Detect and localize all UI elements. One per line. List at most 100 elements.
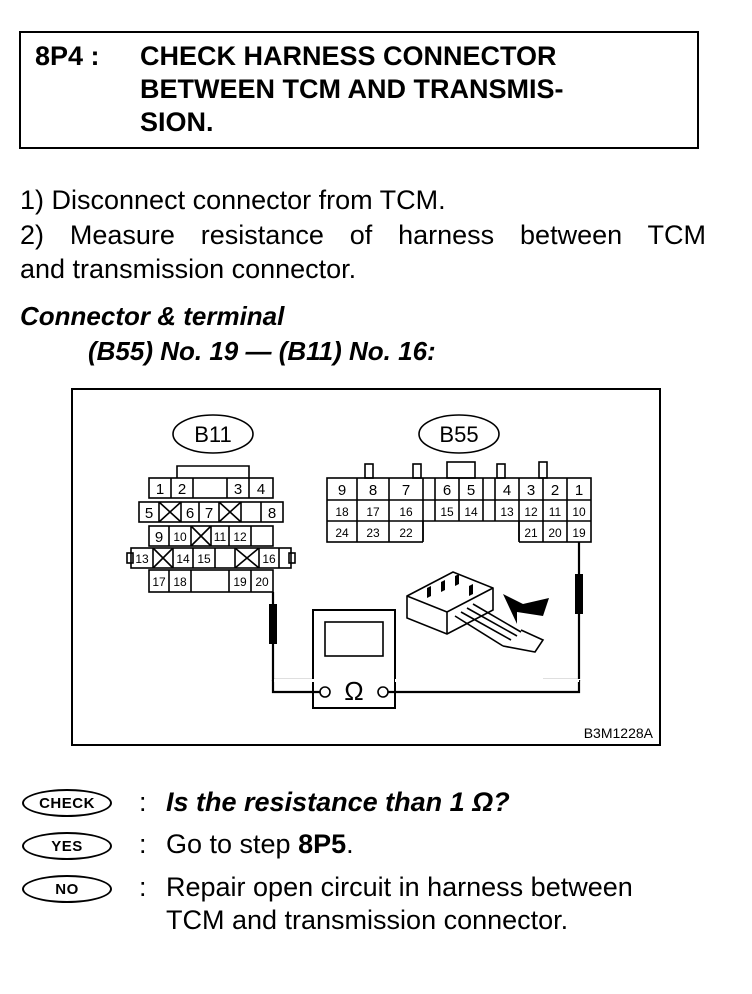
b11-pin: 15 [197,552,211,566]
b55-pin: 3 [527,482,535,499]
b11-lock-tab [176,465,250,478]
probe-right [575,574,583,614]
figure-code: B3M1228A [584,725,654,741]
b11-pin: 10 [173,530,187,544]
b11-pin: 6 [186,505,194,522]
b55-pin: 16 [399,505,413,519]
b55-pin: 2 [551,482,559,499]
yes-response-suffix: . [346,829,354,859]
b55-pin: 12 [524,505,538,519]
b55-label: B55 [439,422,478,447]
b11-pin: 11 [214,530,227,544]
b55-tab-1 [364,463,374,479]
b11-pin: 1 [156,481,164,498]
b55-pin: 10 [572,505,586,519]
yes-response-prefix: Go to step [166,829,299,859]
b55-pin: 13 [500,505,514,519]
b11-label: B11 [194,422,232,447]
step-title: CHECK HARNESS CONNECTOR BETWEEN TCM AND … [140,40,660,139]
b11-pin: 14 [176,552,190,566]
b11-side-nub-right [288,552,296,564]
no-badge-icon: NO [22,875,112,903]
step-id: 8P4 : [35,41,100,71]
b11-row2 [138,501,284,523]
b55-pin: 4 [503,482,511,499]
instruction-2: 2) Measure resistance of harness between… [20,220,706,250]
yes-response: Go to step 8P5. [166,828,354,860]
b11-pin: 20 [255,575,269,589]
b55-label-oval [418,414,500,454]
b11-blank-x [152,547,174,569]
b11-blank-x [190,525,212,547]
b55-tab-4 [496,463,506,479]
ohmmeter-terminal-right [377,686,389,698]
b55-pin: 20 [548,526,562,540]
b55-pin: 22 [399,526,413,540]
check-badge-icon: CHECK [22,789,112,817]
b55-pin: 21 [524,526,538,540]
probe-left [269,604,277,644]
b55-tab-5 [538,461,548,479]
b11-row5 [148,569,274,593]
ohmmeter-body [312,609,396,709]
no-response-line-1: Repair open circuit in harness between [166,872,633,902]
b11-side-nub-left [126,552,134,564]
b55-pin: 5 [467,482,475,499]
b11-pin: 16 [262,552,276,566]
b11-blank-x [158,501,182,523]
b11-blank-x [218,501,242,523]
harness-wires [454,603,522,647]
instruction-1: 1) Disconnect connector from TCM. [20,185,446,215]
b55-pin: 19 [572,526,586,540]
b11-blank-x [234,547,260,569]
wiring-diagram-svg: B11 B55 1 2 3 4 5 6 7 8 9 10 11 12 13 14… [126,414,654,741]
check-colon: : [139,787,147,817]
harness-connector-sketch [406,571,494,635]
ohmmeter-display [324,621,384,657]
b11-pin: 7 [205,505,213,522]
b11-pin: 12 [233,530,247,544]
step-title-line-1: CHECK HARNESS CONNECTOR [140,41,557,71]
b55-pin: 23 [366,526,380,540]
b55-pin: 11 [549,505,562,519]
b11-pin: 3 [234,481,242,498]
instruction-2-continued: and transmission connector. [20,254,357,284]
b11-pin: 13 [135,552,149,566]
b11-pin: 18 [173,575,187,589]
b55-pin: 1 [575,482,583,499]
no-response-line-2: TCM and transmission connector. [166,905,569,935]
b11-pin: 17 [152,575,166,589]
insert-arrow-icon [503,594,549,624]
b55-pin: 7 [402,482,410,499]
yes-badge-icon: YES [22,832,112,860]
b55-tab-3 [446,461,476,479]
b11-pin: 5 [145,505,153,522]
step-title-line-3: SION. [140,107,214,137]
step-title-line-2: BETWEEN TCM AND TRANSMIS- [140,74,564,104]
b11-row1 [148,477,274,499]
b55-pin: 6 [443,482,451,499]
no-colon: : [139,872,147,902]
b11-pin: 4 [257,481,265,498]
ohmmeter-terminal-left [319,686,331,698]
connector-terminal-value: (B55) No. 19 — (B11) No. 16: [88,336,436,366]
b11-pin: 8 [268,505,276,522]
b55-pin: 9 [338,482,346,499]
b55-pin: 8 [369,482,377,499]
b55-pin: 14 [464,505,478,519]
b11-pin: 19 [233,575,247,589]
b55-pin: 24 [335,526,349,540]
ohm-symbol-icon: Ω [344,676,363,706]
b11-pin: 9 [155,529,163,546]
wiring-diagram: B11 B55 1 2 3 4 5 6 7 8 9 10 11 12 13 14… [71,388,661,746]
b11-label-oval [172,414,254,454]
b55-pin: 17 [366,505,380,519]
b11-pin: 2 [178,481,186,498]
b55-pin: 18 [335,505,349,519]
yes-response-step-link[interactable]: 8P5 [298,829,347,859]
probe-lead-right-end [388,680,581,694]
check-question: Is the resistance than 1 Ω? [166,787,510,817]
probe-lead-left-end [271,680,320,694]
b55-pin: 15 [440,505,454,519]
b55-tab-2 [412,463,422,479]
